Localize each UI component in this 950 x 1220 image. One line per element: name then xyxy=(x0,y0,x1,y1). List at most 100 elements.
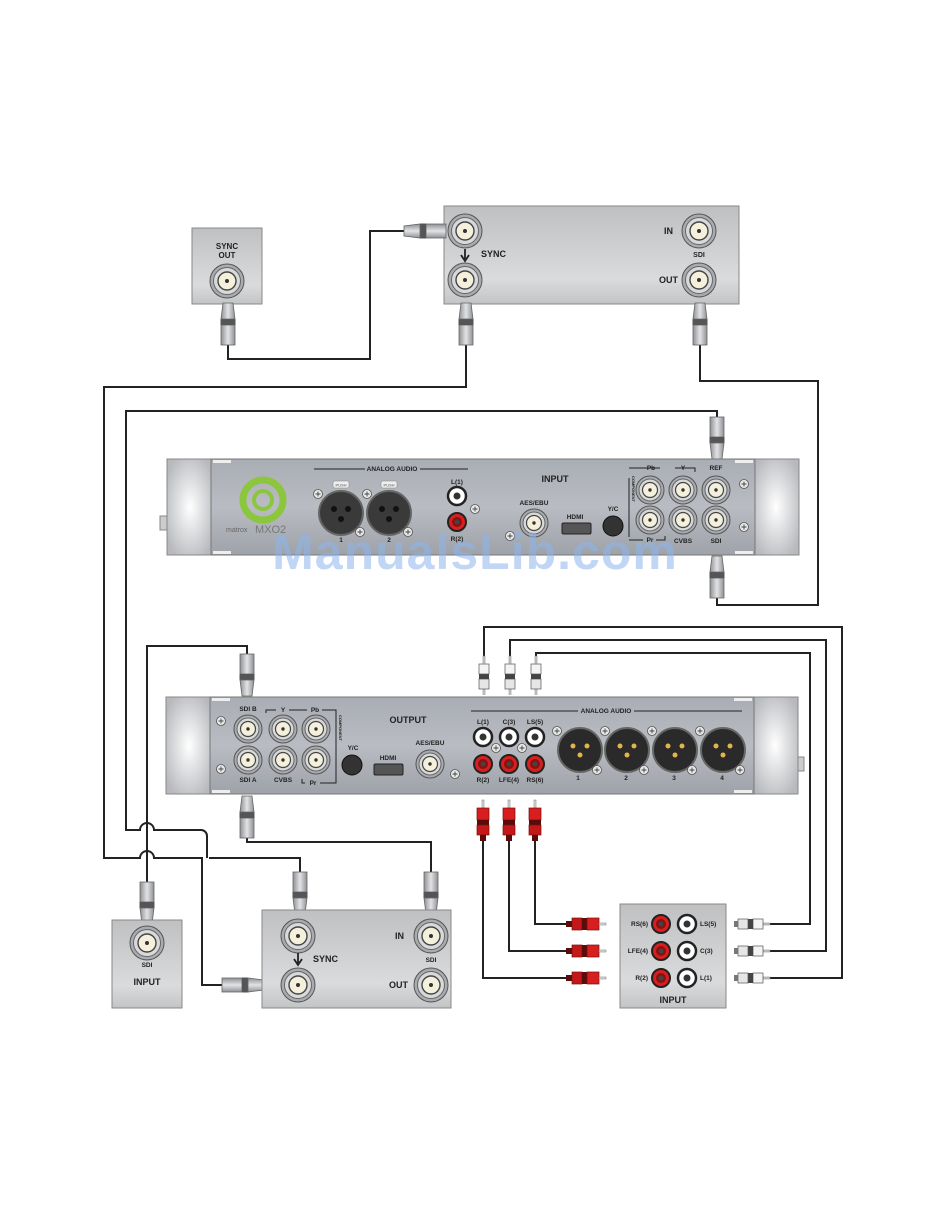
analog-audio-label: ANALOG AUDIO xyxy=(581,708,632,715)
top-deck-sdi-in-jack[interactable] xyxy=(681,213,717,249)
rca-r-label: R(2) xyxy=(451,536,464,543)
xlr-input-2[interactable] xyxy=(366,490,412,536)
monitor-sdi-jack[interactable] xyxy=(129,925,165,961)
top-deck: SYNC IN SDI OUT xyxy=(403,205,740,346)
cable-rca-r xyxy=(482,836,566,979)
rca-ls-label: LS(5) xyxy=(527,719,543,726)
screw-icon xyxy=(687,765,697,775)
rca-plug-red-icon xyxy=(565,944,607,958)
screw-icon xyxy=(355,527,365,537)
sync-out-bnc-jack[interactable] xyxy=(209,263,245,299)
bottom-deck-sync-loop-jack[interactable] xyxy=(280,967,316,1003)
output-section-label: OUTPUT xyxy=(390,715,428,725)
pr-input-jack[interactable] xyxy=(635,505,665,535)
y-input-jack[interactable] xyxy=(668,475,698,505)
sdi-label: SDI xyxy=(711,538,722,545)
cables xyxy=(103,230,843,986)
top-deck-sdi-out-jack[interactable] xyxy=(681,262,717,298)
pr-label: Pr xyxy=(647,537,654,544)
xlr-input-1[interactable] xyxy=(318,490,364,536)
rca-l-label: L(1) xyxy=(477,719,489,726)
pr-label: Pr xyxy=(310,780,317,787)
receiver-rca-c[interactable] xyxy=(676,940,698,962)
rca-plug-red-icon xyxy=(502,799,516,842)
aes-ebu-output-jack[interactable] xyxy=(415,749,445,779)
screw-icon xyxy=(552,726,562,736)
pb-label: Pb xyxy=(311,707,319,714)
rca-input-r[interactable] xyxy=(447,512,467,532)
rca-l-label: L(1) xyxy=(451,479,463,486)
rca-plug-white-icon xyxy=(478,655,490,696)
bnc-plug-icon xyxy=(239,795,255,839)
bottom-deck-sdi-out-jack[interactable] xyxy=(413,967,449,1003)
bottom-deck-sync-label: SYNC xyxy=(313,954,339,964)
analog-audio-label: ANALOG AUDIO xyxy=(367,466,418,473)
yc-input-port[interactable] xyxy=(602,515,624,537)
rca-output-ls[interactable] xyxy=(524,726,546,748)
hdmi-input-port[interactable] xyxy=(561,522,592,535)
bottom-deck-out-label: OUT xyxy=(389,980,409,990)
y-output-jack[interactable] xyxy=(268,714,298,744)
rca-output-lfe[interactable] xyxy=(499,754,519,774)
receiver-rs-label: RS(6) xyxy=(631,921,648,928)
cable-rca-rs xyxy=(534,836,566,925)
pb-output-jack[interactable] xyxy=(301,714,331,744)
pr-output-jack[interactable] xyxy=(301,745,331,775)
cable-sdi-b-to-monitor xyxy=(146,645,248,882)
bottom-deck-in-label: IN xyxy=(395,931,404,941)
yc-output-port[interactable] xyxy=(341,754,363,776)
screw-icon xyxy=(505,531,515,541)
xlr-input-2-label: 2 xyxy=(387,537,391,544)
sdi-b-output-jack[interactable] xyxy=(233,714,263,744)
screw-icon xyxy=(362,489,372,499)
rca-output-r[interactable] xyxy=(473,754,493,774)
rca-output-c[interactable] xyxy=(498,726,520,748)
bnc-plug-icon xyxy=(709,555,725,599)
receiver-rca-rs[interactable] xyxy=(651,914,671,934)
receiver-rca-ls[interactable] xyxy=(676,913,698,935)
screw-icon xyxy=(450,769,460,779)
screw-icon xyxy=(470,504,480,514)
sdi-a-output-jack[interactable] xyxy=(233,745,263,775)
receiver-rca-lfe[interactable] xyxy=(651,941,671,961)
receiver-l-label: L(1) xyxy=(700,975,712,982)
sdi-input-jack[interactable] xyxy=(701,505,731,535)
arrow-down-icon xyxy=(293,953,303,967)
rca-output-rs[interactable] xyxy=(525,754,545,774)
screw-icon xyxy=(313,489,323,499)
rca-plug-white-icon xyxy=(504,655,516,696)
monitor-input: SDI INPUT xyxy=(111,881,183,1009)
rca-plug-red-icon xyxy=(565,971,607,985)
pb-label: Pb xyxy=(647,465,655,472)
matrox-logo: matrox MXO2 xyxy=(226,476,287,536)
model-label: MXO2 xyxy=(255,524,286,536)
sdi-b-label: SDI B xyxy=(239,706,257,713)
receiver-rca-l[interactable] xyxy=(676,967,698,989)
bottom-deck-sync-in-jack[interactable] xyxy=(280,918,316,954)
bottom-deck-sdi-in-jack[interactable] xyxy=(413,918,449,954)
rca-output-l[interactable] xyxy=(472,726,494,748)
hdmi-output-port[interactable] xyxy=(373,763,404,776)
bottom-deck-sdi-label: SDI xyxy=(426,957,437,964)
rca-input-l[interactable] xyxy=(446,485,468,507)
cable-sdi-a-to-deck-in xyxy=(246,838,432,872)
screw-icon xyxy=(695,726,705,736)
rca-plug-white-icon xyxy=(733,918,771,930)
pb-input-jack[interactable] xyxy=(635,475,665,505)
top-deck-sdi-label: SDI xyxy=(693,252,705,259)
monitor-sdi-label: SDI xyxy=(142,962,153,969)
aes-ebu-input-jack[interactable] xyxy=(519,508,549,538)
cvbs-input-jack[interactable] xyxy=(668,505,698,535)
cable-rca-lfe xyxy=(508,836,566,952)
top-deck-sync-in-jack[interactable] xyxy=(447,213,483,249)
top-deck-sync-loop-jack[interactable] xyxy=(447,262,483,298)
receiver-rca-r[interactable] xyxy=(651,968,671,988)
rca-rs-label: RS(6) xyxy=(527,777,544,784)
ref-input-jack[interactable] xyxy=(701,475,731,505)
screw-icon xyxy=(739,479,749,489)
cvbs-output-jack[interactable] xyxy=(268,745,298,775)
sync-out-label-1: SYNC xyxy=(216,242,238,251)
screw-icon xyxy=(735,765,745,775)
screw-icon xyxy=(216,716,226,726)
